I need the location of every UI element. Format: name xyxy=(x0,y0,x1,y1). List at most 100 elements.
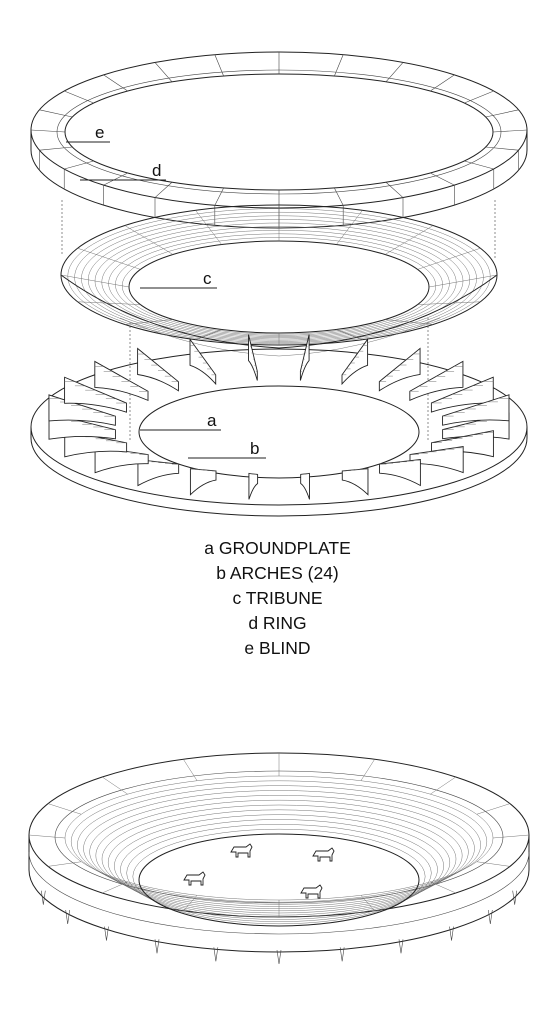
arch xyxy=(379,458,421,487)
tribune-row xyxy=(115,233,443,336)
ring-segment-line xyxy=(334,187,344,206)
ring-segment-line xyxy=(492,129,528,133)
ring-segment-line xyxy=(103,74,128,92)
tribune-row xyxy=(101,226,457,339)
assembly-guide-lines xyxy=(61,200,496,440)
arch-steps xyxy=(431,432,494,443)
tribune-section-line xyxy=(77,301,141,305)
callout-c: c xyxy=(140,269,217,289)
tribune-section-line xyxy=(417,301,481,305)
ring-segment-lines xyxy=(30,52,528,228)
arch-steps xyxy=(442,415,510,430)
arch-steps xyxy=(431,381,494,404)
assembled-section-line xyxy=(183,895,198,911)
arch-steps xyxy=(190,345,216,376)
arch-leg xyxy=(398,939,404,954)
arch-leg xyxy=(488,909,493,925)
bull-figure xyxy=(230,843,253,858)
ring-segment-line xyxy=(64,160,94,170)
arch xyxy=(341,468,369,496)
callout-e-label: e xyxy=(95,123,104,142)
tribune-section-line xyxy=(336,210,363,245)
tribune-section-line xyxy=(60,274,130,288)
assembled-row xyxy=(64,775,494,901)
assembled-section-line xyxy=(47,861,82,867)
callout-d: d xyxy=(80,161,166,181)
arch-leg xyxy=(65,909,70,925)
tribune-row xyxy=(121,237,437,335)
assembled-section-line xyxy=(47,803,82,815)
arch xyxy=(341,337,369,386)
tribune-section-line xyxy=(195,329,222,340)
arch xyxy=(189,337,217,386)
arch-steps xyxy=(94,366,149,392)
tribune-section-line xyxy=(77,247,141,270)
ring-segment-line xyxy=(385,62,404,82)
legend-item-tribune: c TRIBUNE xyxy=(232,588,323,608)
arch-steps xyxy=(190,468,216,472)
bull-figure xyxy=(300,884,323,899)
callout-d-label: d xyxy=(152,161,161,180)
assembled-section-line xyxy=(430,776,456,795)
ring-segment-line xyxy=(154,62,173,82)
ring-segment-line xyxy=(485,109,519,118)
arch-steps xyxy=(300,473,310,475)
bull-figures xyxy=(183,843,335,899)
assembled-arch-legs xyxy=(41,890,517,965)
assembled-row xyxy=(95,799,463,912)
assembled-section-line xyxy=(360,895,375,911)
legend-item-groundplate: a GROUNDPLATE xyxy=(204,538,351,558)
ring-segment-line xyxy=(154,182,173,198)
tribune-section-line xyxy=(428,274,498,288)
arch-leg xyxy=(104,926,109,941)
arch-steps xyxy=(409,366,463,392)
assembled-row xyxy=(107,809,451,916)
arch xyxy=(189,468,217,496)
legend: a GROUNDPLATE b ARCHES (24) c TRIBUNE d … xyxy=(0,536,555,661)
tribune-section-line xyxy=(336,329,363,340)
arch-steps xyxy=(379,460,421,465)
assembled-row xyxy=(89,795,469,909)
arch-leg xyxy=(339,947,345,962)
assembled-section-line xyxy=(492,834,530,839)
tribune-section-line xyxy=(124,319,173,325)
assembled-seat-rows xyxy=(28,753,530,927)
ring-segment-line xyxy=(214,187,224,206)
tribune-section-line xyxy=(385,319,434,325)
legend-item-blind: e BLIND xyxy=(244,638,311,658)
arch-steps xyxy=(248,340,258,372)
legend-item-arches: b ARCHES (24) xyxy=(216,563,339,583)
callout-a-label: a xyxy=(207,411,217,430)
arch-steps xyxy=(342,468,368,472)
ring-segment-line xyxy=(39,146,73,151)
arch-steps xyxy=(64,381,127,404)
ring-segment-line xyxy=(430,74,455,92)
assembled-row xyxy=(126,824,432,922)
ring-part xyxy=(30,51,528,229)
arch-steps xyxy=(442,398,509,417)
arch xyxy=(137,347,179,392)
callout-b: b xyxy=(188,439,266,459)
assembled-row xyxy=(77,785,481,905)
arch-steps xyxy=(379,353,421,382)
assembled-row xyxy=(120,819,438,920)
assembled-section-line xyxy=(360,759,375,781)
assembled-row xyxy=(70,780,488,903)
arch xyxy=(248,334,258,381)
arch-steps xyxy=(248,473,258,475)
arch-leg xyxy=(276,949,282,965)
assembled-section-line xyxy=(476,861,511,867)
tribune-part xyxy=(60,204,498,357)
ring-segment-line xyxy=(103,172,128,186)
arch xyxy=(442,394,510,426)
arch-steps xyxy=(48,398,116,417)
ring-segment-line xyxy=(430,172,455,186)
arch-leg xyxy=(154,939,160,954)
ring-segment-line xyxy=(464,160,494,170)
tribune-section-line xyxy=(124,225,174,255)
arch xyxy=(299,334,310,381)
assembled-section-line xyxy=(430,881,456,894)
ring-segment-line xyxy=(214,54,224,77)
assembled-section-line xyxy=(102,776,128,795)
